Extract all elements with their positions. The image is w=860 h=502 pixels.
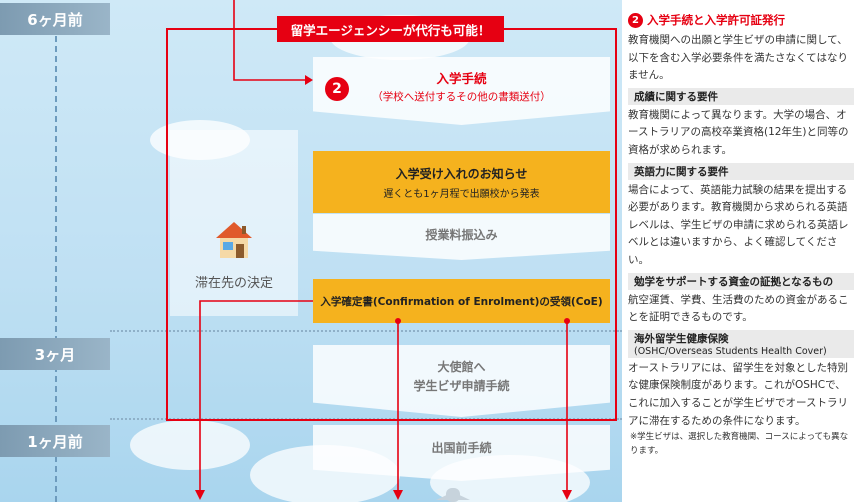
panel-title-number: 2 [628, 12, 643, 28]
house-icon [216, 222, 252, 258]
panel-title: 2 入学手続と入学許可証発行 [628, 12, 854, 28]
step-tuition-payment: 授業料振込み [313, 214, 610, 260]
step-visa-line2: 学生ビザ申請手続 [413, 379, 510, 393]
step-pre-departure: 出国前手続 [313, 425, 610, 481]
step-number-badge: 2 [325, 77, 349, 101]
step-enrollment-title: 入学手続 [436, 71, 487, 86]
timeline-label-6-months: 6ヶ月前 [0, 3, 110, 35]
step-acceptance-notice: 入学受け入れのお知らせ 遅くとも1ヶ月程で出願校から発表 [313, 151, 610, 213]
panel-title-text: 入学手続と入学許可証発行 [647, 13, 785, 27]
timeline-divider [110, 330, 622, 332]
panel-note: ※学生ビザは、選択した教育機関、コースによっても異なります。 [630, 432, 849, 457]
agency-badge: 留学エージェンシーが代行も可能！ [277, 16, 504, 42]
section-text-grades: 教育機関によって異なります。大学の場合、オーストラリアの高校卒業資格(12年生)… [628, 108, 849, 156]
step-tuition-title: 授業料振込み [425, 227, 498, 242]
section-head-grades: 成績に関する要件 [628, 87, 854, 105]
timeline-line [55, 26, 57, 502]
cloud-decoration [130, 420, 250, 470]
section-head-insurance-sub: (OSHC/Overseas Students Health Cover) [634, 345, 827, 357]
timeline-label-3-months: 3ヶ月 [0, 338, 110, 370]
timeline-label-1-month: 1ヶ月前 [0, 425, 110, 457]
step-visa-line1: 大使館へ [437, 360, 486, 374]
step-enrollment-subtitle: （学校へ送付するその他の書類送付） [372, 91, 551, 103]
step-coe-title: 入学確定書(Confirmation of Enrolment)の受領(CoE) [320, 295, 603, 308]
section-head-insurance-title: 海外留学生健康保険 [634, 332, 729, 345]
accommodation-decision-label: 滞在先の決定 [194, 276, 273, 291]
section-head-insurance: 海外留学生健康保険 (OSHC/Overseas Students Health… [628, 329, 854, 358]
step-coe-receipt: 入学確定書(Confirmation of Enrolment)の受領(CoE) [313, 279, 610, 323]
section-text-funds: 航空運賃、学費、生活費のための資金があることを証明できるものです。 [628, 293, 849, 324]
step-departure-title: 出国前手続 [431, 440, 492, 455]
step-acceptance-subtitle: 遅くとも1ヶ月程で出願校から発表 [383, 188, 540, 200]
section-text-insurance: オーストラリアには、留学生を対象とした特別な健康保険制度があります。これがOSH… [628, 361, 848, 427]
section-head-english: 英語力に関する要件 [628, 162, 854, 180]
section-text-english: 場合によって、英語能力試験の結果を提出する必要があります。教育機関から求められる… [628, 183, 849, 266]
panel-intro: 教育機関への出願と学生ビザの申請に関して、以下を含む入学必要条件を満たさなくては… [628, 34, 848, 82]
step-visa-application: 大使館へ 学生ビザ申請手続 [313, 345, 610, 417]
explanation-panel: 2 入学手続と入学許可証発行 教育機関への出願と学生ビザの申請に関して、以下を含… [622, 0, 860, 502]
step-enrollment: 入学手続 （学校へ送付するその他の書類送付） [313, 57, 610, 125]
step-acceptance-title: 入学受け入れのお知らせ [395, 166, 528, 181]
section-head-funds: 勉学をサポートする資金の証拠となるもの [628, 272, 854, 290]
